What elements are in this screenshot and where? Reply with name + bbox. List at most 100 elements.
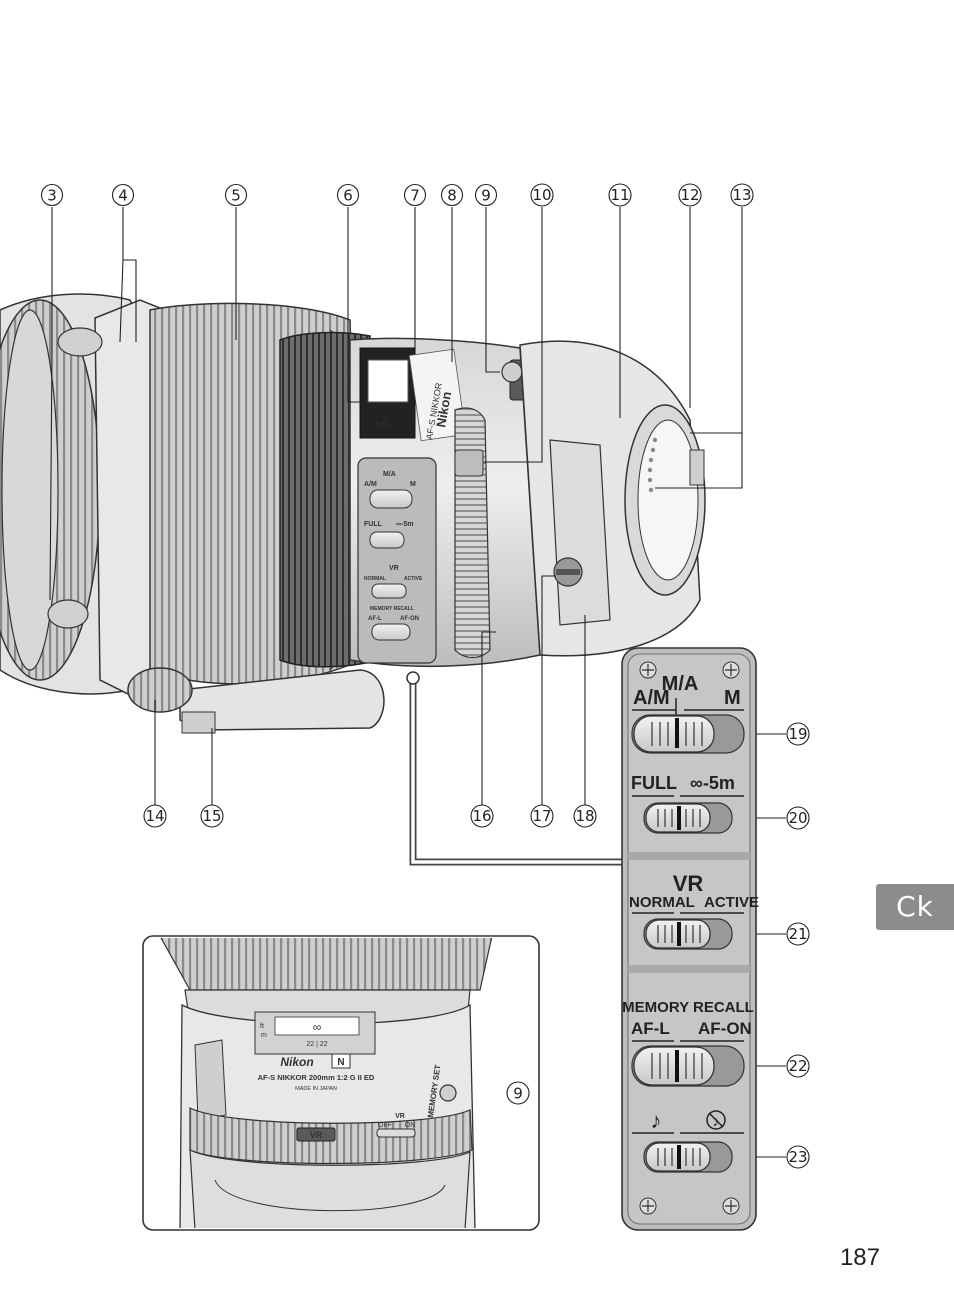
mini-range-label: ∞-5m [396, 521, 413, 528]
svg-text:16: 16 [472, 807, 491, 825]
svg-text:9: 9 [481, 187, 491, 205]
callout-20: 20 [786, 806, 810, 830]
callout-9: 9 [474, 183, 498, 207]
inset-memory-set-button[interactable] [439, 1084, 457, 1102]
panel-screw-icons [639, 661, 740, 1215]
memory-recall-label: MEMORY RECALL [622, 999, 754, 1016]
svg-text:19: 19 [788, 725, 807, 743]
mini-normal-label: NORMAL [364, 576, 386, 582]
svg-text:7: 7 [410, 187, 420, 205]
mini-afon-label: AF-ON [400, 616, 419, 622]
callout-3: 3 [40, 183, 64, 207]
limit-full-label: FULL [631, 773, 677, 793]
svg-text:10: 10 [532, 186, 551, 204]
inset-scale-inf: ∞ [313, 1020, 322, 1034]
callout-13: 13 [730, 183, 754, 207]
inset-scale-nums: 22 | 22 [306, 1041, 327, 1048]
svg-text:23: 23 [788, 1148, 807, 1166]
inset-callout-9: 9 [506, 1081, 530, 1105]
callout-15: 15 [200, 804, 224, 828]
focus-ma-label: M/A [662, 673, 699, 695]
distance-window-e: ⇐E [375, 418, 389, 428]
mini-active-label: ACTIVE [404, 576, 423, 582]
callout-23: 23 [786, 1145, 810, 1169]
limit-range-label: ∞-5m [690, 773, 735, 793]
callout-6: 6 [336, 183, 360, 207]
focus-m-label: M [724, 687, 741, 709]
mini-am-label: A/M [364, 481, 377, 488]
callout-17: 17 [530, 804, 554, 828]
inset-view: ∞ ft m 22 | 22 Nikon N AF-S NIKKOR 200mm… [142, 935, 540, 1231]
mini-memory-switch[interactable] [371, 623, 411, 641]
callout-21: 21 [786, 922, 810, 946]
panel-connector [406, 671, 622, 866]
svg-text:8: 8 [447, 187, 457, 205]
callout-11: 11 [608, 183, 632, 207]
mini-m-label: M [410, 481, 416, 488]
mini-limit-switch[interactable] [369, 531, 405, 549]
inset-scale-m: m [261, 1032, 267, 1039]
mini-memory-label: MEMORY RECALL [370, 606, 414, 612]
section-tab: Ck [876, 884, 954, 930]
mini-afl-label: AF-L [368, 616, 382, 622]
vr-normal-label: NORMAL [629, 894, 695, 911]
svg-text:4: 4 [118, 187, 128, 205]
inset-vr-on: ON [405, 1122, 416, 1129]
svg-text:3: 3 [47, 187, 57, 205]
beep-off-icon [706, 1110, 726, 1130]
svg-text:13: 13 [732, 186, 751, 204]
inset-model-line: AF-S NIKKOR 200mm 1:2 G II ED [258, 1073, 375, 1082]
collar-lock-knob[interactable] [127, 667, 193, 713]
callout-12: 12 [678, 183, 702, 207]
svg-text:5: 5 [231, 187, 241, 205]
inset-scale-ft: ft [260, 1023, 264, 1030]
callout-10: 10 [530, 183, 554, 207]
memory-recall-button[interactable] [454, 449, 484, 477]
svg-text:14: 14 [145, 807, 164, 825]
callout-7: 7 [403, 183, 427, 207]
mini-vr-label: VR [389, 565, 399, 572]
page-number: 187 [839, 1244, 880, 1271]
mini-ma-label: M/A [383, 471, 396, 478]
callout-19: 19 [786, 722, 810, 746]
mini-full-label: FULL [364, 521, 383, 528]
memory-afl-label: AF-L [631, 1019, 670, 1038]
callout-14: 14 [143, 804, 167, 828]
lens-body: ⇐E Nikon AF-S NIKKOR VR M/A A/M M FULL ∞… [0, 293, 706, 734]
inset-vr-switch-title: VR [395, 1113, 405, 1120]
callout-22: 22 [786, 1054, 810, 1078]
inset-vr-badge: VR [310, 1130, 323, 1140]
inset-vr-switch[interactable] [376, 1128, 416, 1138]
svg-text:22: 22 [788, 1057, 807, 1075]
svg-text:15: 15 [202, 807, 221, 825]
vr-title-label: VR [673, 871, 704, 896]
memory-afon-label: AF-ON [698, 1019, 752, 1038]
callout-16: 16 [470, 804, 494, 828]
inset-vr-off: OFF [378, 1122, 392, 1129]
memory-set-button[interactable] [501, 361, 523, 383]
lens-brand-label: Nikon [433, 390, 454, 428]
mini-vr-switch[interactable] [371, 583, 407, 599]
inset-brand: Nikon [280, 1055, 313, 1069]
callout-markers: 3 4 5 6 7 8 9 10 11 12 13 14 15 16 17 18… [40, 183, 810, 1169]
vr-active-label: ACTIVE [704, 894, 759, 911]
svg-text:11: 11 [610, 186, 629, 204]
svg-text:9: 9 [513, 1085, 523, 1103]
svg-text:6: 6 [343, 187, 353, 205]
callout-8: 8 [440, 183, 464, 207]
svg-text:21: 21 [788, 925, 807, 943]
callout-18: 18 [573, 804, 597, 828]
svg-text:18: 18 [575, 807, 594, 825]
focus-am-label: A/M [633, 687, 670, 709]
beep-on-icon: ♪ [651, 1108, 662, 1133]
svg-text:12: 12 [680, 186, 699, 204]
inset-made-in: MADE IN JAPAN [295, 1086, 337, 1092]
mini-focus-switch[interactable] [369, 489, 413, 509]
svg-text:N: N [337, 1057, 344, 1068]
svg-text:20: 20 [788, 809, 807, 827]
callout-4: 4 [111, 183, 135, 207]
switch-panel-enlarged: M/A A/M M FULL ∞-5m VR NORMAL ACTIVE MEM… [621, 647, 759, 1231]
callout-5: 5 [224, 183, 248, 207]
svg-text:17: 17 [532, 807, 551, 825]
